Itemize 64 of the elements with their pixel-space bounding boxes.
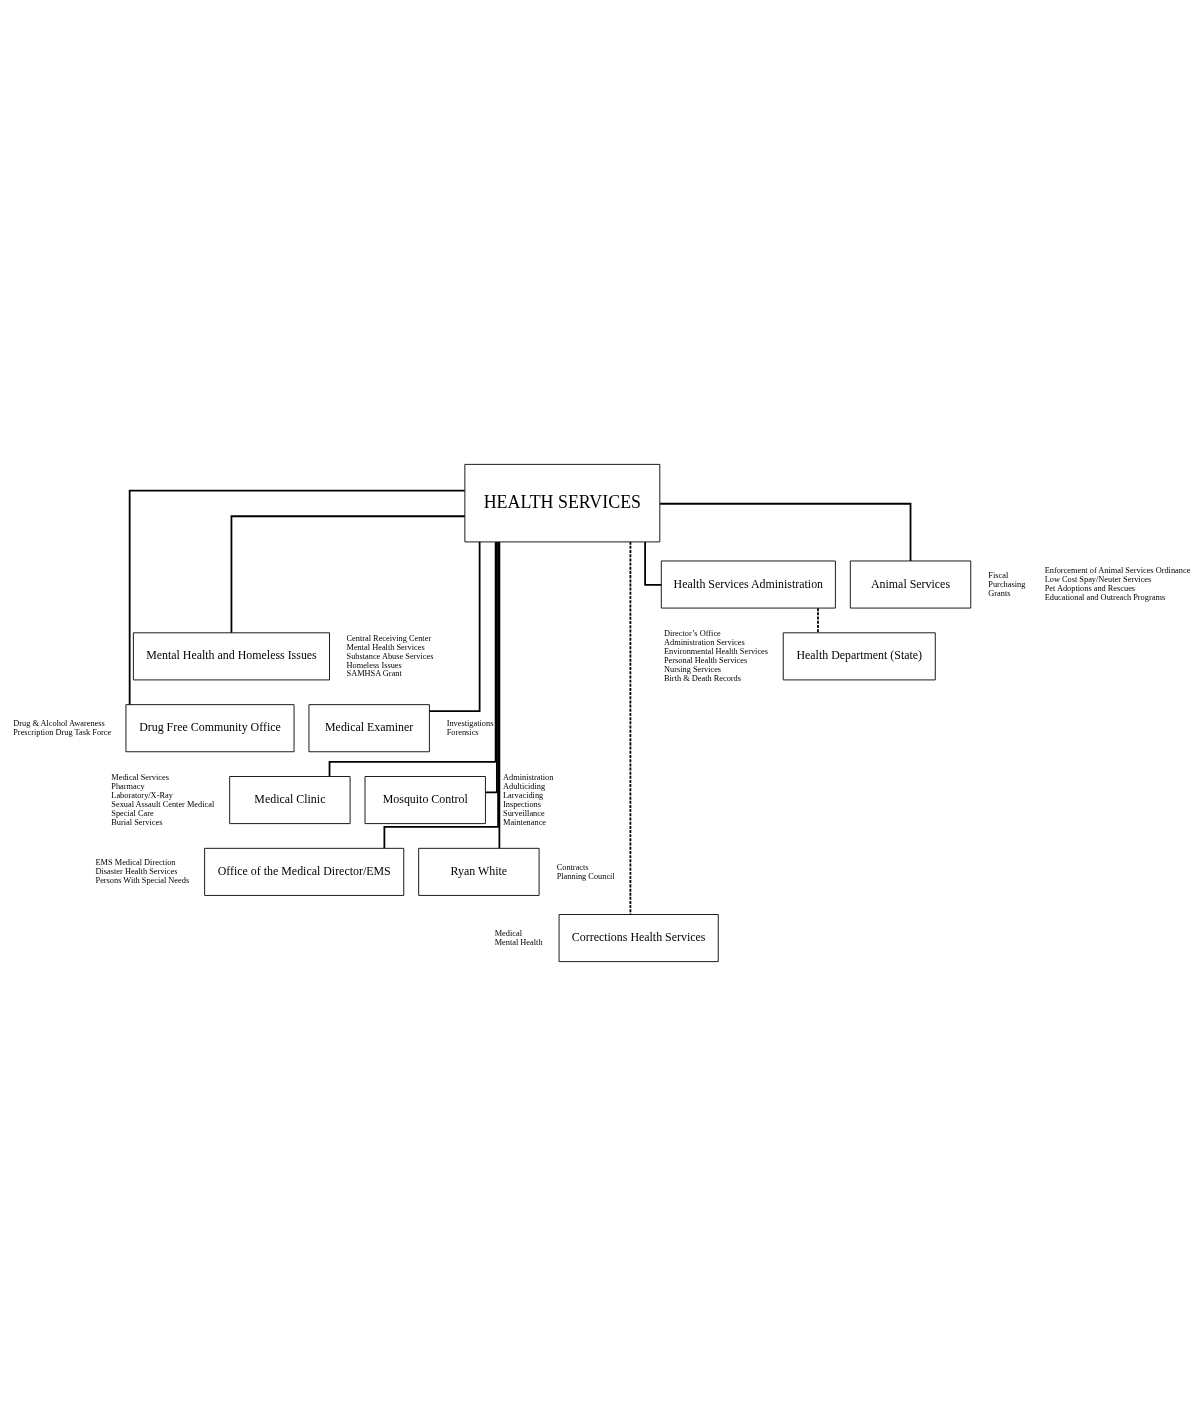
node-label: Sexual Assault Center Medical [111,799,215,809]
node-box: Health Department (State) [782,632,936,681]
node-box: Medical Examiner [308,704,430,753]
node-label: Birth & Death Records [664,673,742,683]
connector [659,502,912,562]
node-label: Nursing Services [664,664,722,674]
connector [428,541,481,713]
node-label: Prescription Drug Task Force [13,727,112,737]
node-label: Planning Council [556,871,615,881]
node-label: Burial Services [111,817,163,827]
connector [128,489,466,706]
node-label: Medical Services [111,772,169,782]
node-label: Laboratory/X-Ray [111,790,173,800]
connector [644,541,663,586]
node-label: Educational and Outreach Programs [1044,593,1166,603]
connector [383,541,500,850]
node-box: Mosquito Control [364,776,486,825]
node-label: Administration Services [664,638,745,648]
connector [230,515,466,634]
node-box: HEALTH SERVICES [464,463,661,543]
node-label: Forensics [446,727,479,737]
node-label: Substance Abuse Services [346,651,434,661]
node-label: Fiscal [988,570,1009,580]
node-label: EMS Medical Direction [95,858,176,868]
node-label: Mental Health [494,937,543,947]
node-label: Enforcement of Animal Services Ordinance [1044,566,1191,576]
node-label: Contracts [556,862,589,872]
node-label: Larvaciding [503,790,544,800]
connector [817,607,819,634]
node-label: Medical [494,928,522,938]
node-label: Personal Health Services [664,656,748,666]
node-box: Ryan White [418,847,540,896]
node-label: Special Care [111,808,154,818]
node-label: Homeless Issues [346,660,402,670]
connector [498,541,501,850]
node-box: Mental Health and Homeless Issues [132,632,330,681]
node-box: Health Services Administration [660,560,836,609]
connector [328,541,497,778]
node-label: Central Receiving Center [346,633,432,643]
node-label: Grants [988,588,1011,598]
node-box: Medical Clinic [229,776,351,825]
node-label: Adulticiding [503,781,546,791]
connector [629,541,632,916]
node-label: Inspections [503,799,541,809]
connector [484,541,498,794]
node-label: Pharmacy [111,781,145,791]
node-label: Drug & Alcohol Awareness [13,718,105,728]
node-label: Persons With Special Needs [95,876,190,886]
node-box: Office of the Medical Director/EMS [204,847,405,896]
node-box: Drug Free Community Office [125,704,295,753]
node-label: Purchasing [988,579,1026,589]
node-label: SAMHSA Grant [346,669,402,679]
node-label: Director’s Office [664,629,721,639]
node-label: Surveillance [503,808,545,818]
node-box: Animal Services [849,560,972,609]
node-box: Corrections Health Services [558,914,719,963]
node-label: Low Cost Spay/Neuter Services [1044,575,1152,585]
node-label: Environmental Health Services [664,647,769,657]
node-label: Investigations [446,718,494,728]
node-label: Administration [503,772,554,782]
node-label: Maintenance [503,817,547,827]
node-label: Mental Health Services [346,642,425,652]
node-label: Pet Adoptions and Rescues [1044,584,1136,594]
node-label: Disaster Health Services [95,867,178,877]
